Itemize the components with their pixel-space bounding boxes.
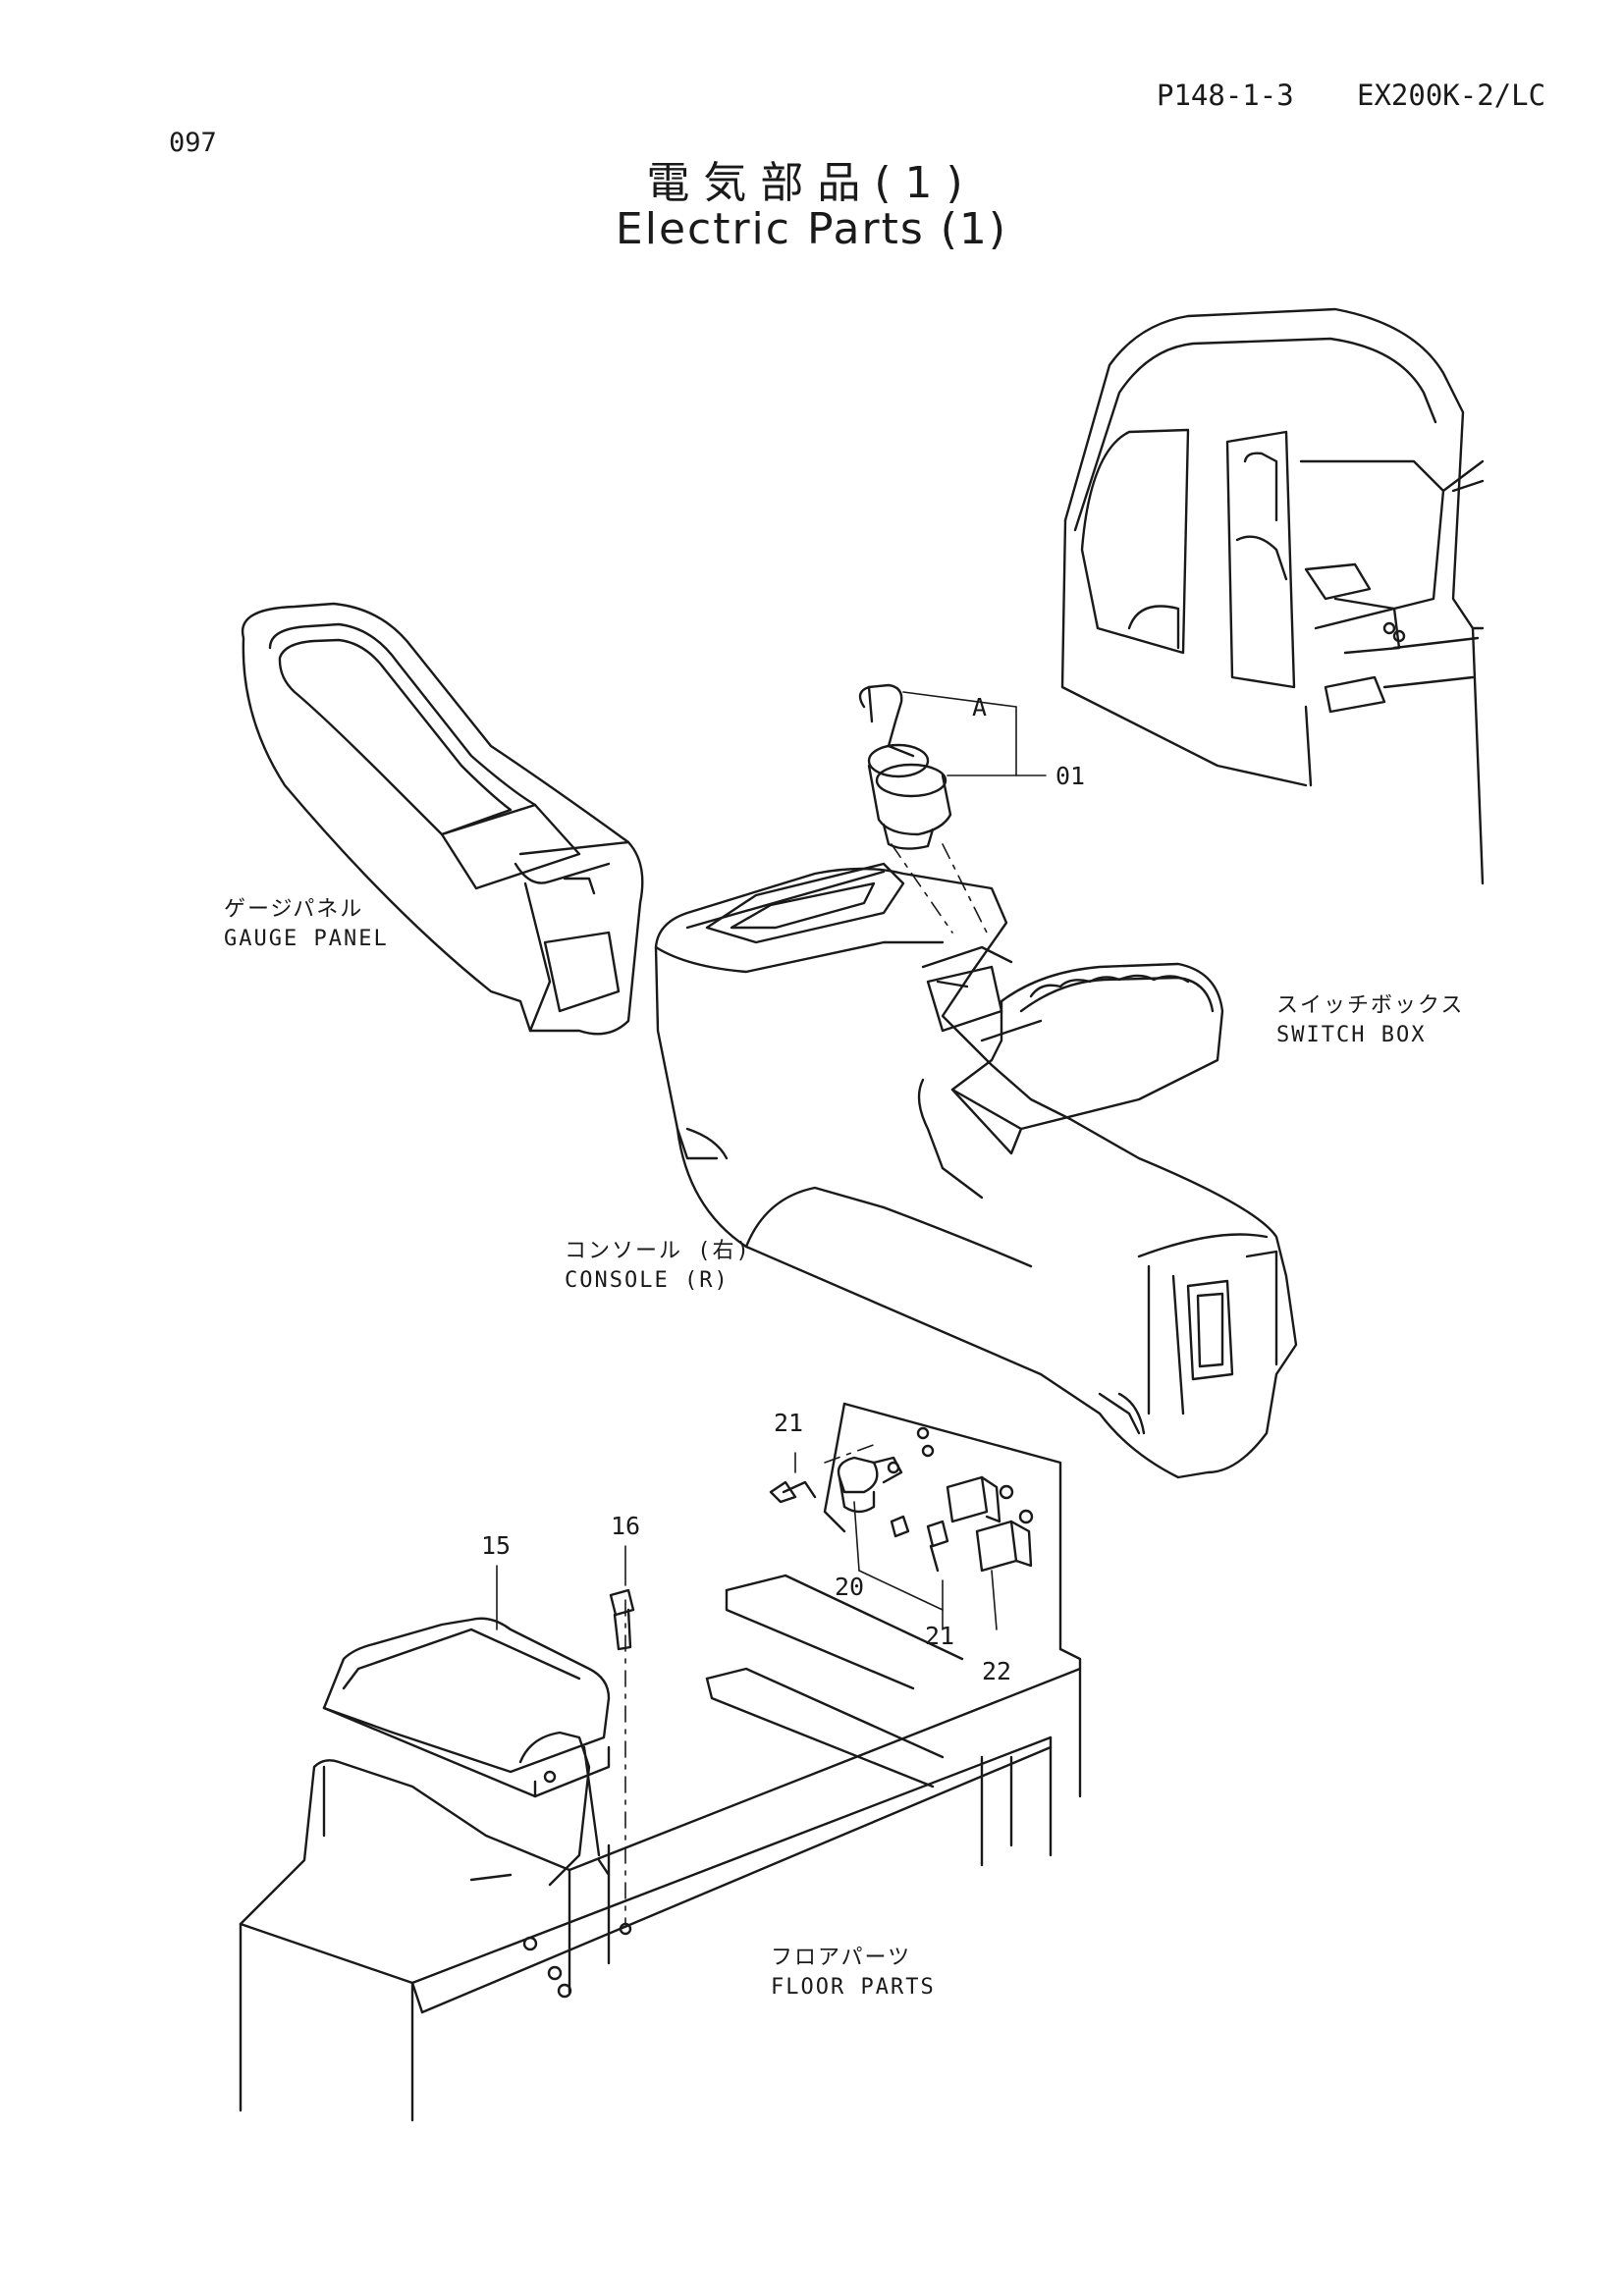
page-title-japanese: 電気部品(1) [646, 158, 977, 208]
console-label-en: CONSOLE (R) [565, 1268, 730, 1293]
gauge-panel-label-ja: ゲージパネル [224, 897, 364, 922]
console-right-drawing [654, 862, 1298, 1479]
floor-parts-label-en: FLOOR PARTS [771, 1975, 936, 2000]
switch-box-label-ja: スイッチボックス [1276, 993, 1465, 1018]
gauge-panel-label-en: GAUGE PANEL [224, 927, 389, 951]
callout-part-22: 22 [982, 1657, 1012, 1685]
page-number: 097 [169, 128, 217, 158]
gauge-panel-label: ゲージパネル GAUGE PANEL [224, 895, 389, 954]
console-label: コンソール (右) CONSOLE (R) [565, 1237, 751, 1296]
callout-leaders [496, 1545, 626, 1630]
switch-box-label: スイッチボックス SWITCH BOX [1276, 991, 1464, 1050]
switch-box-drawing [926, 962, 1224, 1155]
switch-box-label-en: SWITCH BOX [1276, 1023, 1427, 1047]
controller-box-drawing [322, 1599, 632, 1936]
bolt-16-drawing [609, 1588, 635, 1651]
floor-parts-label-ja: フロアパーツ [771, 1946, 912, 1970]
figure-reference: P148-1-3 [1157, 79, 1294, 112]
relay-panel-drawing [769, 1426, 1034, 1630]
model-code: EX200K-2/LC [1357, 79, 1546, 112]
callout-part-01: 01 [1055, 762, 1086, 790]
console-label-ja: コンソール (右) [565, 1239, 751, 1263]
callout-part-21-upper: 21 [774, 1409, 804, 1437]
callout-part-16: 16 [611, 1512, 641, 1540]
key-switch-drawing [858, 683, 1047, 934]
excavator-cab [1060, 307, 1485, 885]
gauge-panel-drawing [241, 602, 644, 1036]
callout-part-21-lower: 21 [925, 1622, 955, 1650]
callout-part-20: 20 [835, 1573, 865, 1601]
floor-parts-label: フロアパーツ FLOOR PARTS [771, 1944, 936, 2002]
callout-part-15: 15 [481, 1531, 512, 1560]
floor-parts-drawing [239, 1402, 1082, 2122]
callout-detail-a: A [972, 693, 988, 721]
page-title: Electric Parts (1) [615, 204, 1008, 254]
